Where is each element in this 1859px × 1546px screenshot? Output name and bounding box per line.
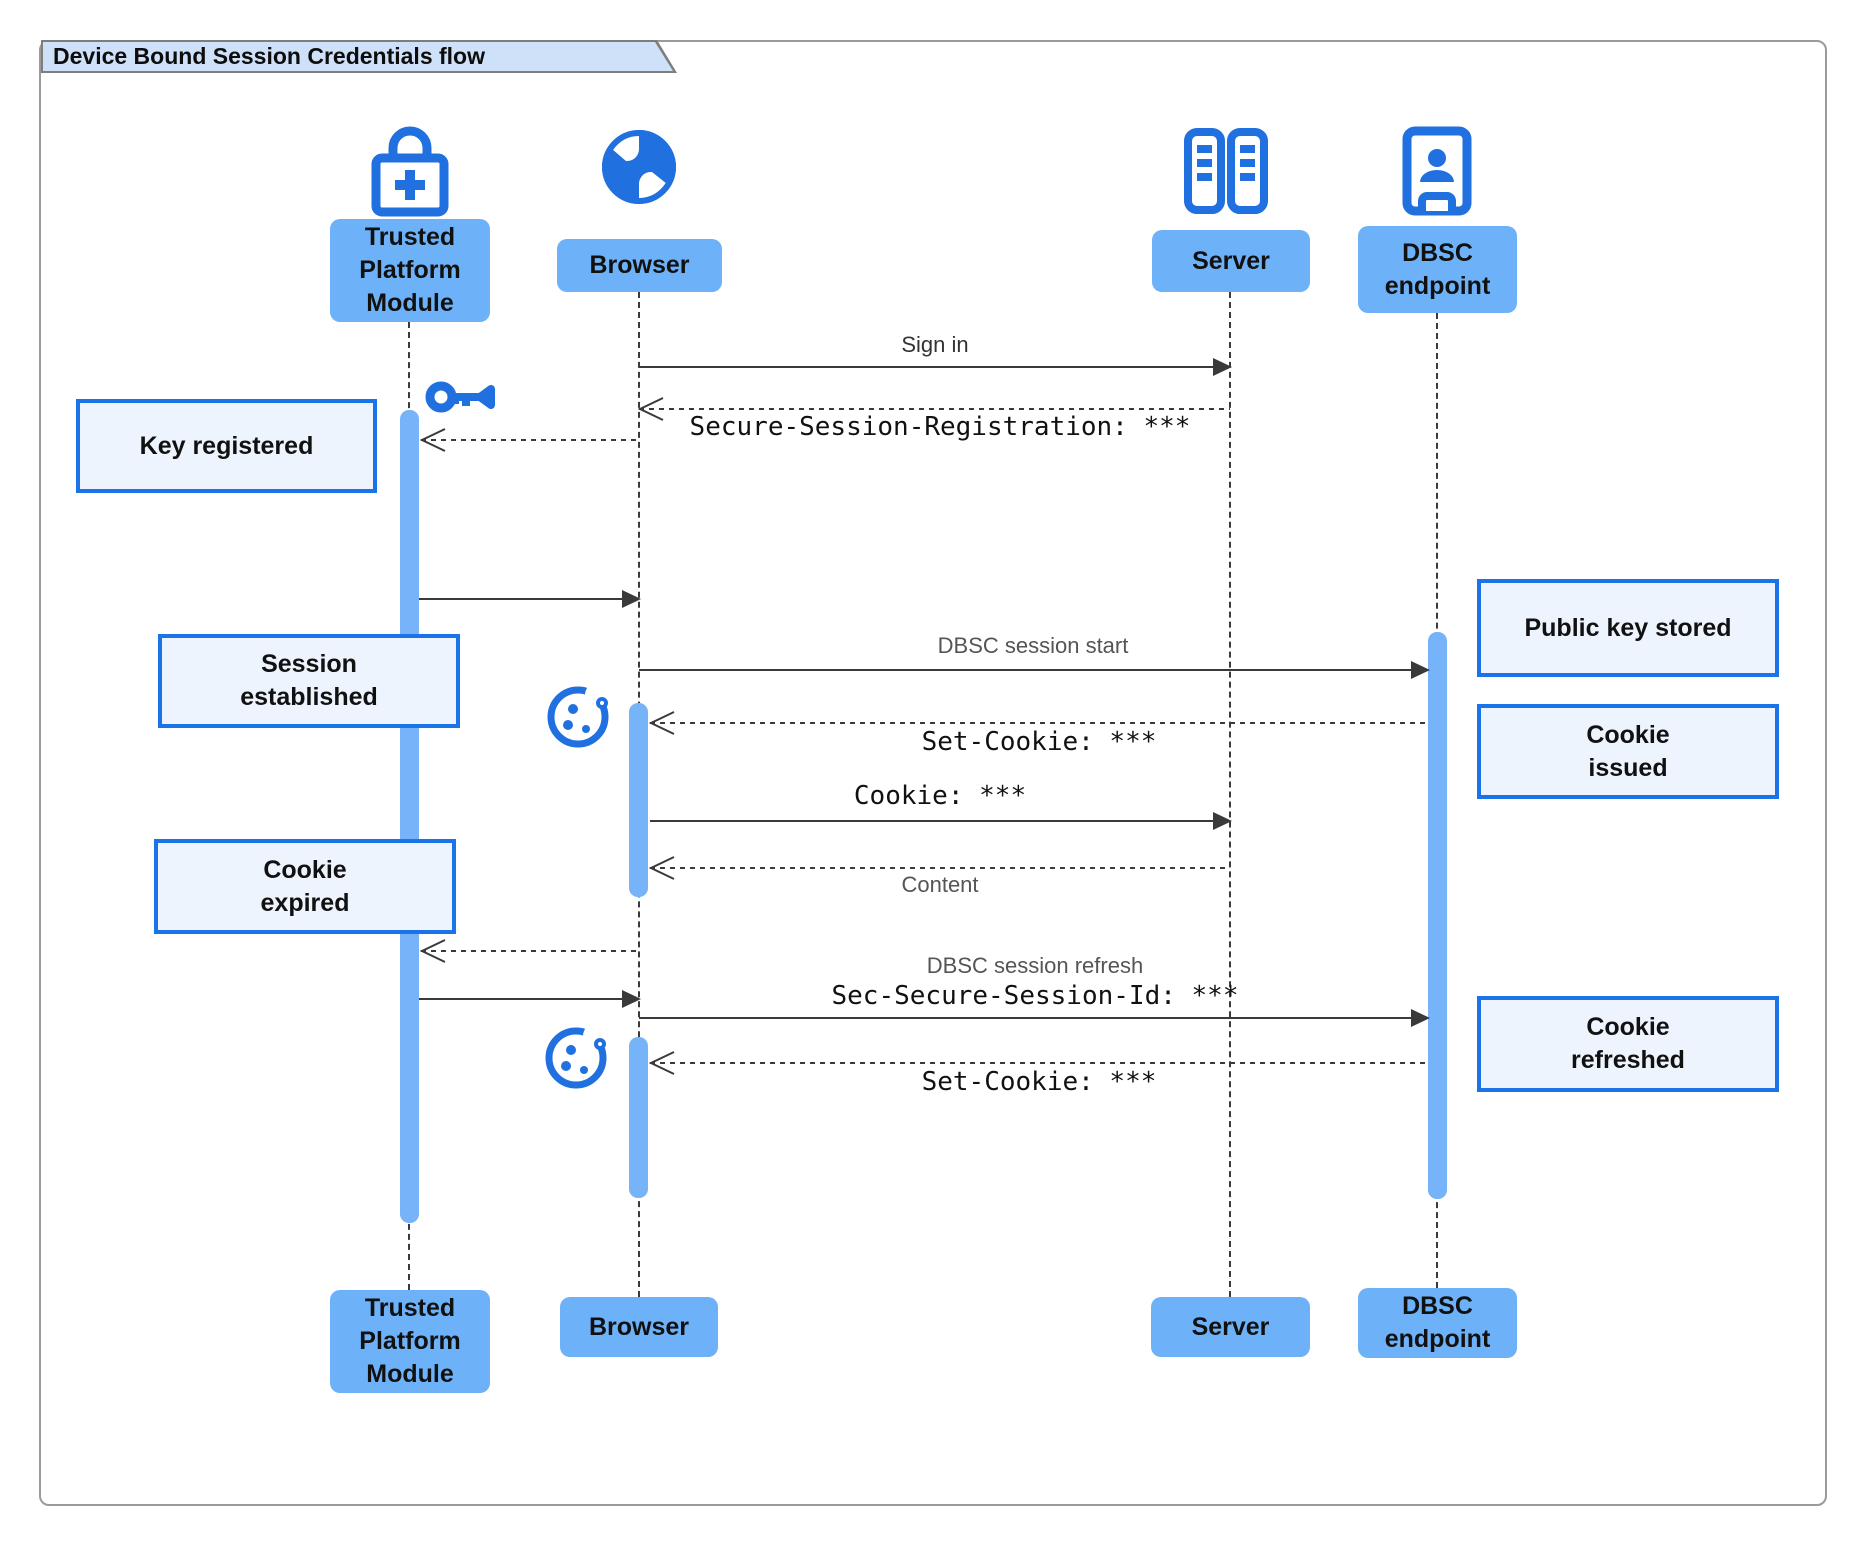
diagram-title-tab-inner: Device Bound Session Credentials flow [43, 42, 673, 71]
actor-tpm-top: Trusted Platform Module [330, 219, 490, 322]
message-label-set-cookie-2: Set-Cookie: *** [921, 1067, 1157, 1097]
diagram-title: Device Bound Session Credentials flow [53, 43, 485, 69]
note-cookie-issued: Cookie issued [1477, 704, 1779, 799]
message-label-dbsc-session-refresh: DBSC session refresh [926, 953, 1144, 978]
message-label-set-cookie-1: Set-Cookie: *** [921, 727, 1157, 757]
message-label-dbsc-session-start: DBSC session start [937, 633, 1129, 658]
open-arrowhead-icon [648, 1051, 675, 1075]
cookie-icon [547, 682, 611, 748]
note-key-registered: Key registered [76, 399, 377, 493]
note-cookie-refreshed: Cookie refreshed [1477, 996, 1779, 1092]
actor-dbsc-top: DBSC endpoint [1358, 226, 1517, 313]
actor-dbsc-bottom: DBSC endpoint [1358, 1288, 1517, 1358]
person-door-icon [1402, 126, 1472, 216]
lock-plus-icon [371, 126, 449, 217]
activation-bar-browser-1 [629, 703, 648, 897]
globe-icon [602, 130, 676, 204]
activation-bar-browser-2 [629, 1037, 648, 1198]
note-session-established: Session established [158, 634, 460, 728]
actor-tpm-bottom: Trusted Platform Module [330, 1290, 490, 1393]
activation-bar-tpm [400, 410, 419, 1223]
diagram-title-tab: Device Bound Session Credentials flow [41, 40, 677, 73]
message-label-content: Content [901, 872, 979, 897]
cookie-icon [545, 1023, 609, 1089]
actor-browser-bottom: Browser [560, 1297, 718, 1357]
actor-server-bottom: Server [1151, 1297, 1310, 1357]
actor-server-top: Server [1152, 230, 1310, 292]
open-arrowhead-icon [419, 428, 446, 452]
open-arrowhead-icon [648, 711, 675, 735]
actor-browser-top: Browser [557, 239, 722, 292]
server-racks-icon [1184, 128, 1268, 214]
message-label-sec-secure-session-id: Sec-Secure-Session-Id: *** [831, 981, 1239, 1011]
activation-bar-dbsc [1428, 632, 1447, 1199]
message-label-sign-in: Sign in [901, 332, 969, 357]
lifeline-server [1229, 292, 1231, 1297]
open-arrowhead-icon [637, 397, 664, 421]
key-icon [425, 381, 495, 413]
open-arrowhead-icon [419, 939, 446, 963]
message-label-cookie: Cookie: *** [853, 781, 1027, 811]
note-public-key-stored: Public key stored [1477, 579, 1779, 677]
note-cookie-expired: Cookie expired [154, 839, 456, 934]
message-label-secure-session-registration: Secure-Session-Registration: *** [689, 412, 1191, 442]
open-arrowhead-icon [648, 856, 675, 880]
